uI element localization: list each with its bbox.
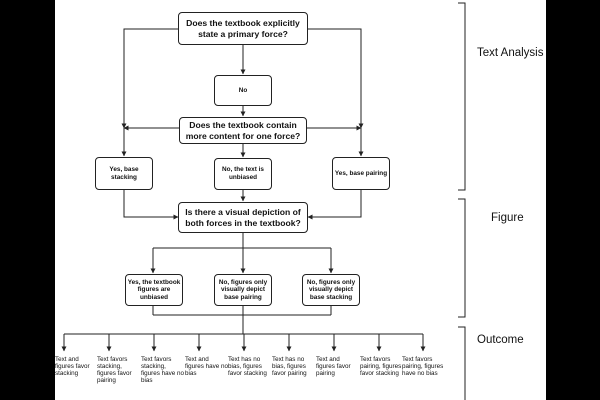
answer-yes-pairing: Yes, base pairing [332,157,390,190]
question-primary-force: Does the textbook explicitly state a pri… [178,12,308,45]
outcome-8: Text favors pairing, figures favor stack… [360,356,402,378]
answer-figures-pairing: No, figures only visually depict base pa… [214,274,272,306]
bracket-outcome [458,326,466,400]
bracket-figure [458,198,466,318]
bracket-text-analysis [458,2,466,191]
question-visual-depiction: Is there a visual depiction of both forc… [178,202,308,233]
outcome-9: Text favors pairing, figures have no bia… [402,356,444,378]
section-label-text-analysis: Text Analysis [477,47,544,59]
outcome-2: Text favors stacking, figures favor pair… [97,356,132,385]
q1-left-branch [121,28,178,129]
answer-text-unbiased: No, the text is unbiased [214,158,272,190]
question-visual-depiction-text: Is there a visual depiction of both forc… [185,207,301,228]
section-label-figure: Figure [491,212,524,224]
answer-no: No [214,75,272,106]
outcome-1: Text and figures favor stacking [55,356,90,378]
answer-yes-stacking: Yes, base stacking [95,157,153,190]
outcome-5: Text has no bias, figures favor stacking [228,356,267,378]
stacking-to-q3 [123,190,179,220]
section-label-outcome: Outcome [477,334,524,346]
outcome-4: Text and figures have no bias [185,356,229,378]
answer-no-text: No [238,86,248,94]
pairing-to-q3 [307,190,362,220]
answer-text-unbiased-text: No, the text is unbiased [222,166,264,181]
answer-figures-stacking-text: No, figures only visually depict base st… [306,278,356,301]
outcome-3: Text favors stacking, figures have no bi… [141,356,185,385]
question-more-content-text: Does the textbook contain more content f… [185,120,301,141]
answer-yes-pairing-text: Yes, base pairing [334,169,388,177]
answer-yes-stacking-text: Yes, base stacking [109,165,139,181]
question-primary-force-text: Does the textbook explicitly state a pri… [186,18,300,39]
answer-figures-pairing-text: No, figures only visually depict base pa… [218,278,268,301]
answer-figures-unbiased: Yes, the textbook figures are unbiased [125,274,183,306]
q1-right-branch [307,28,364,129]
outcome-6: Text has no bias, figures favor pairing [272,356,307,378]
outcome-7: Text and figures favor pairing [316,356,351,378]
question-more-content: Does the textbook contain more content f… [179,117,307,144]
diagram-canvas [55,0,546,400]
answer-figures-stacking: No, figures only visually depict base st… [302,274,360,306]
answer-figures-unbiased-text: Yes, the textbook figures are unbiased [127,278,181,301]
